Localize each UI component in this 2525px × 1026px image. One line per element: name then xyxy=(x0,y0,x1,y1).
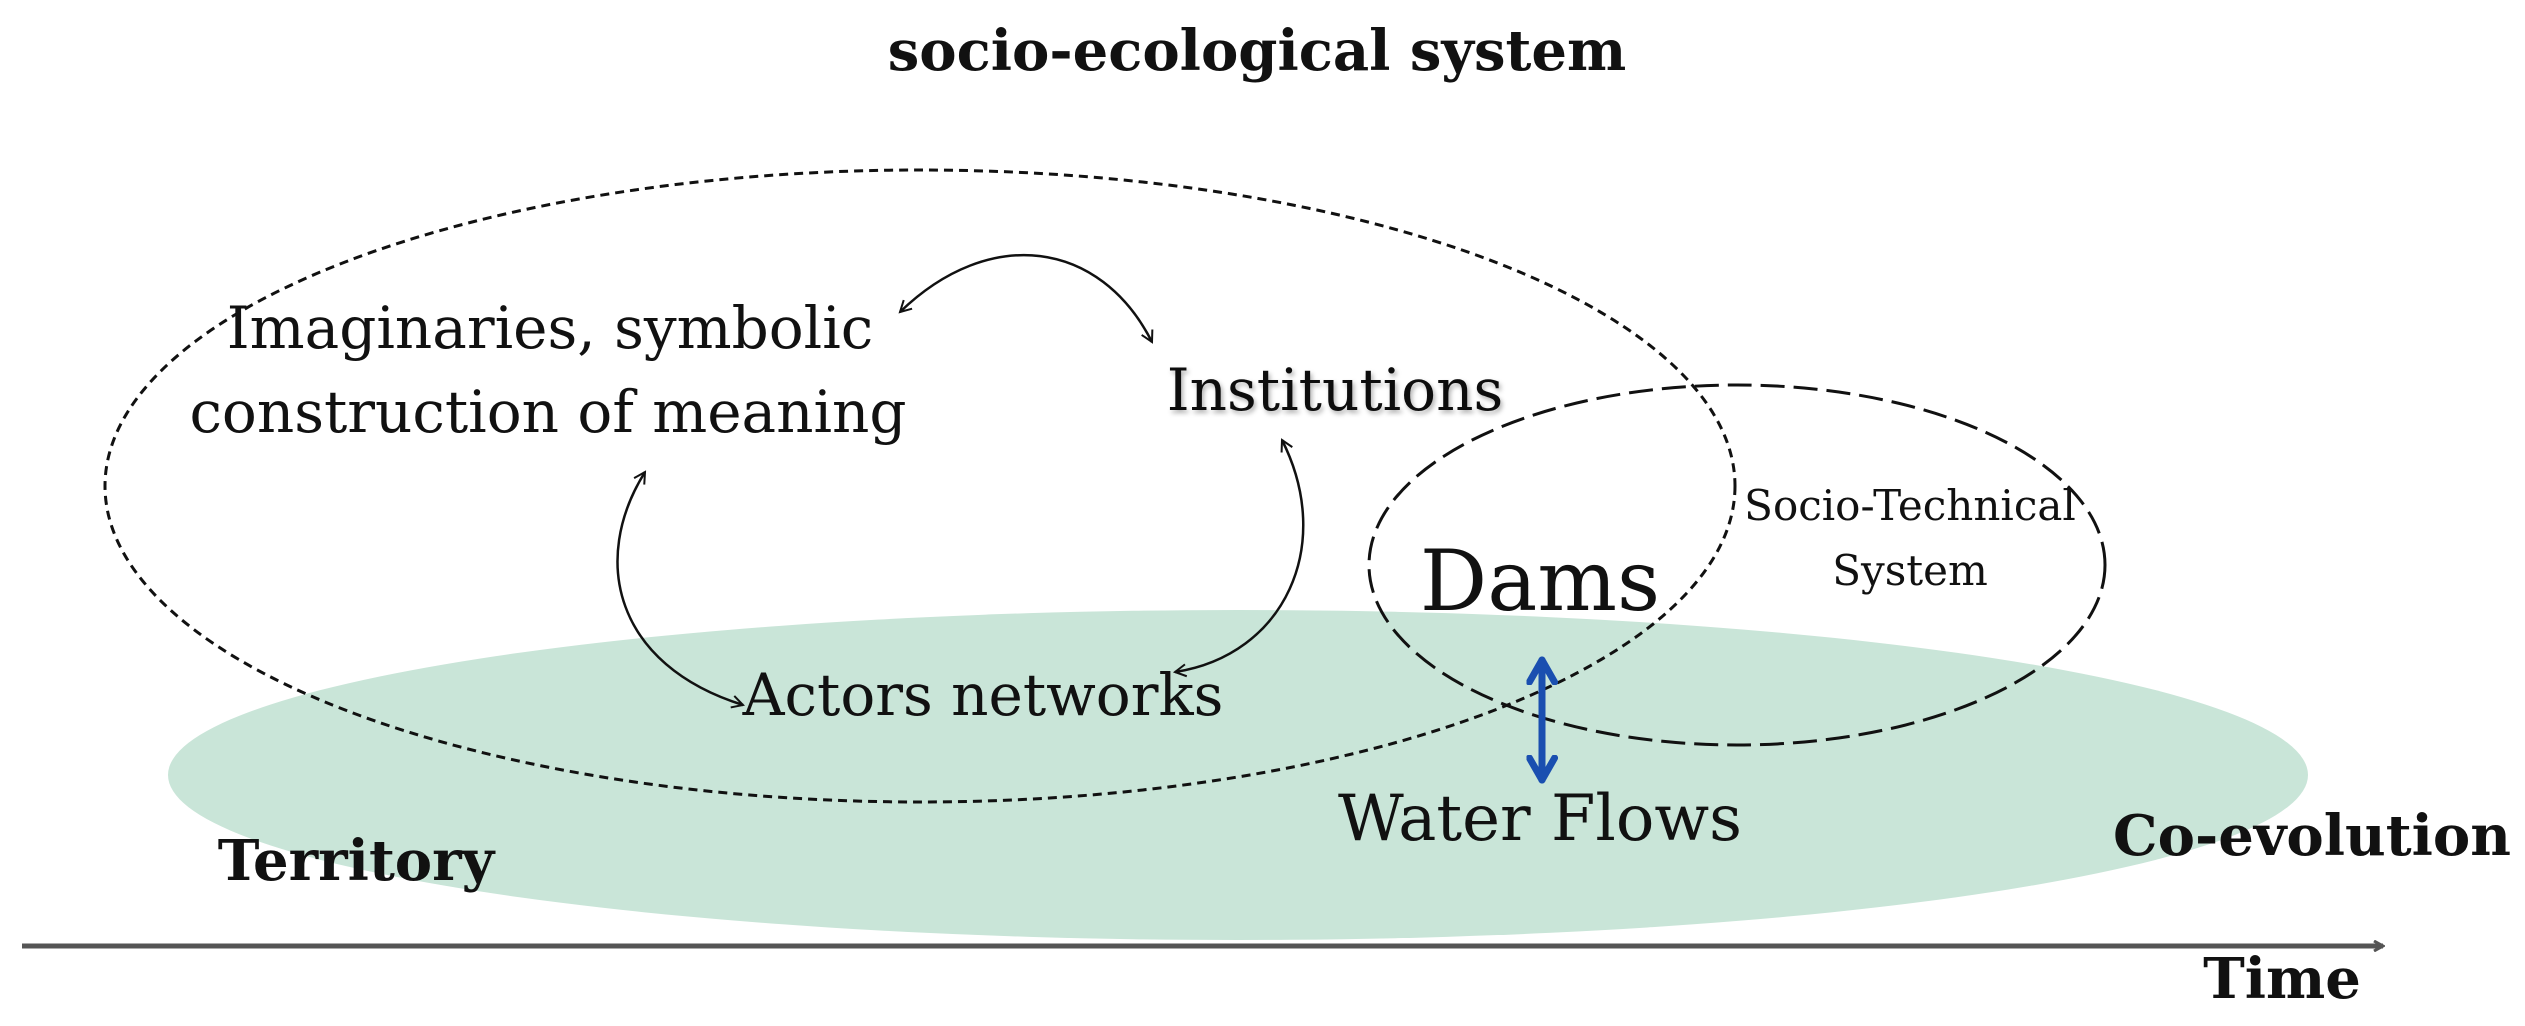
arrow-imaginaries-institutions xyxy=(900,253,1152,342)
coevolution-label: Co-evolution xyxy=(2113,803,2511,869)
actors-networks-label: Actors networks xyxy=(742,661,1224,729)
arrow-institutions-actors xyxy=(1175,440,1305,672)
socio-technical-label-line1: Socio-Technical xyxy=(1744,481,2076,530)
imaginaries-label-line1: Imaginaries, symbolic xyxy=(227,294,874,362)
territory-label: Territory xyxy=(218,828,496,894)
arrow-imaginaries-actors xyxy=(616,472,743,705)
socio-technical-boundary xyxy=(1367,383,2107,747)
socio-technical-label-line2: System xyxy=(1832,546,1988,595)
diagram-title: socio-ecological system xyxy=(888,18,1626,84)
imaginaries-label-line2: construction of meaning xyxy=(189,378,906,446)
socio-ecological-boundary xyxy=(103,168,1737,804)
water-flows-label: Water Flows xyxy=(1338,782,1742,856)
time-label: Time xyxy=(2203,946,2361,1012)
institutions-label: Institutions xyxy=(1167,356,1503,424)
dams-label: Dams xyxy=(1420,532,1660,630)
